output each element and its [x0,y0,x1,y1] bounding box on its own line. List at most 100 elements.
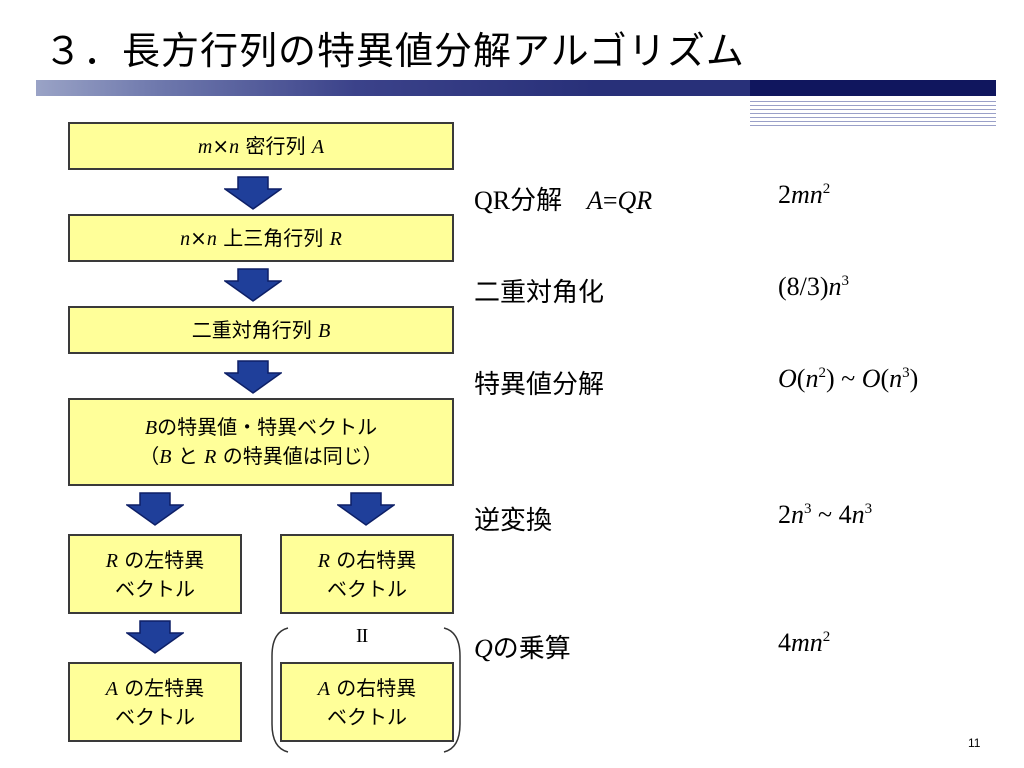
bidiagonal-label: 二重対角行列 [191,317,312,342]
var-n: n [206,227,217,250]
cost-q-multiplication: 4mn2 [778,628,830,658]
down-arrow-icon [126,620,184,654]
cost-exp: 3 [841,273,850,289]
matrix-b: B [159,446,172,468]
vector-label: ベクトル [114,704,195,729]
var-n: n [180,227,191,250]
step-qr-decomposition: QR分解 A=QR [474,180,652,217]
open-paren: ( [796,364,806,393]
times-sign: × [212,133,230,158]
step-label: 特異値分解 [474,370,605,400]
cost-coef: 4 [838,500,852,529]
big-o: O [861,364,881,393]
dense-matrix-label: 密行列 [245,133,306,158]
cost-var: n [805,364,819,393]
cost-var: n [851,500,865,529]
step-label: 逆変換 [474,506,553,536]
vector-label: ベクトル [326,576,407,601]
page-number: 11 [968,736,981,750]
matrix-q: Q [474,634,493,663]
upper-triangular-label: 上三角行列 [223,225,324,250]
matrix-b: B [144,417,158,439]
box-singular-values: Bの特異値・特異ベクトル （B と R の特異値は同じ） [68,398,454,486]
equals-sign: = [602,186,618,215]
slide-title: ３．長方行列の特異値分解アルゴリズム [44,29,745,73]
down-arrow-icon [126,492,184,526]
right-bracket [443,627,461,753]
cost-exp: 3 [902,365,910,381]
vector-label: ベクトル [326,704,407,729]
open-paren: （ [139,444,160,468]
cost-qr-decomposition: 2mn2 [778,180,830,210]
left-bracket [271,627,289,753]
matrix-r: R [105,549,118,572]
singular-values-line1: Bの特異値・特異ベクトル [139,413,383,442]
right-singular-label: の右特異 [336,547,417,572]
open-paren: ( [880,364,890,393]
box-bidiagonal: 二重対角行列 B [68,306,454,354]
matrix-a: A [105,677,118,700]
cost-prefix: (8/3) [778,272,829,301]
same-singular-values-text: の特異値は同じ） [222,444,383,468]
matrix-a: A [586,186,603,215]
equality-sign: II [356,625,368,647]
close-paren: ) [825,364,835,393]
step-q-multiplication: Qの乗算 [474,628,571,665]
cost-exp: 3 [804,501,812,517]
cost-var: n [791,500,804,529]
cost-exp: 2 [822,629,831,645]
step-label: 二重対角化 [474,278,605,308]
cost-coef: 4 [778,628,791,657]
left-singular-label: の左特異 [124,675,205,700]
cost-exp: 2 [818,365,826,381]
big-o: O [778,364,797,393]
box-r-left-singular-vectors: R の左特異 ベクトル [68,534,242,614]
times-sign: × [190,225,207,250]
cost-coef: 2 [778,500,791,529]
matrix-b: B [318,319,331,342]
step-svd: 特異値分解 [474,364,604,401]
box-dense-matrix: m×n 密行列 A [68,122,454,170]
matrix-r: R [204,446,217,468]
down-arrow-icon [224,268,282,302]
down-arrow-icon [224,360,282,394]
cost-svd: O(n2) ~ O(n3) [778,364,918,394]
and-text: と [177,444,198,468]
box-a-left-singular-vectors: A の左特異 ベクトル [68,662,242,742]
vector-label: ベクトル [114,576,195,601]
tilde: ~ [834,364,862,393]
var-n: n [229,135,240,158]
step-label: QR分解 [474,186,563,215]
box-r-right-singular-vectors: R の右特異 ベクトル [280,534,454,614]
step-inverse-transform: 逆変換 [474,500,552,537]
singular-values-text: の特異値・特異ベクトル [157,415,378,439]
matrix-a: A [311,135,325,158]
cost-bidiagonalization: (8/3)n3 [778,272,849,302]
down-arrow-icon [224,176,282,210]
cost-inverse-transform: 2n3 ~ 4n3 [778,500,872,530]
cost-var: n [828,272,842,301]
box-a-right-singular-vectors: A の右特異 ベクトル [280,662,454,742]
cost-var: mn [791,628,823,657]
var-m: m [197,135,213,158]
right-singular-label: の右特異 [336,675,417,700]
decorative-stripes [750,101,996,129]
cost-exp: 3 [864,501,873,517]
box-upper-triangular: n×n 上三角行列 R [68,214,454,262]
matrix-r: R [329,227,342,250]
down-arrow-icon [337,492,395,526]
left-singular-label: の左特異 [124,547,205,572]
cost-exp: 2 [822,181,831,197]
matrix-r: R [317,549,330,572]
singular-values-line2: （B と R の特異値は同じ） [139,442,383,471]
cost-coef: 2 [778,180,791,209]
matrix-a: A [317,677,330,700]
close-paren: ) [909,364,919,393]
step-bidiagonalization: 二重対角化 [474,272,604,309]
cost-var: mn [791,180,823,209]
tilde: ~ [811,500,839,529]
matrix-qr: QR [617,186,653,215]
cost-var: n [889,364,903,393]
title-underline-dark-segment [750,80,996,96]
step-label: の乗算 [492,634,571,664]
